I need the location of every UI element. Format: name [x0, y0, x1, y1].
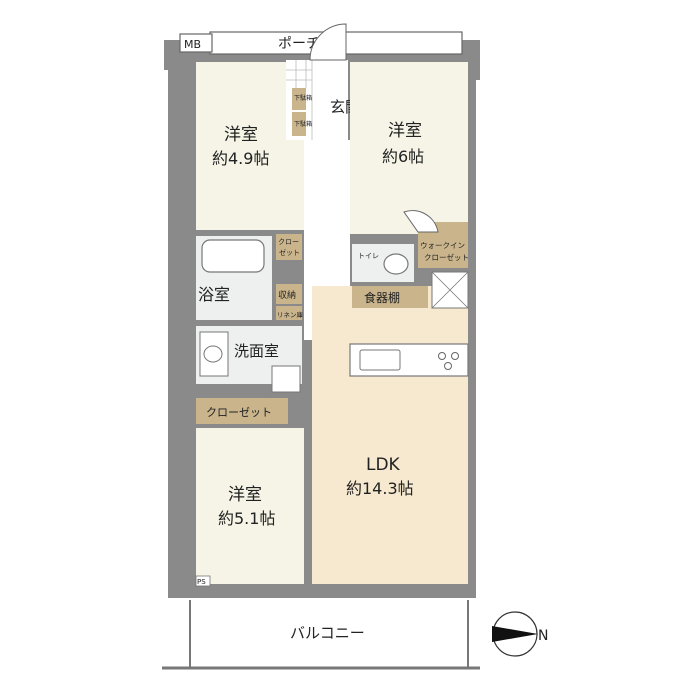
- ldk-name: LDK: [366, 455, 401, 475]
- walkin-line2: クローゼット: [424, 252, 469, 262]
- cupboard-label: 食器棚: [364, 290, 400, 305]
- storage-label: 収納: [278, 289, 296, 301]
- ldk-area: [312, 286, 468, 584]
- porch-label: ポーチ: [278, 36, 320, 52]
- room-ne-size: 約6帖: [382, 147, 424, 166]
- shoe2-label: 下駄箱: [294, 120, 312, 128]
- kitchen-sink: [359, 349, 401, 371]
- linen: [276, 306, 302, 320]
- room-nw-name: 洋室: [224, 125, 258, 145]
- bathtub: [201, 239, 265, 273]
- closet-small: [276, 234, 302, 260]
- entrance-door: [309, 23, 347, 61]
- walkin-line1: ウォークイン: [420, 241, 465, 250]
- closet-sw: [196, 398, 288, 424]
- toilet-label: トイレ: [358, 252, 379, 260]
- room-nw-size: 約4.9帖: [212, 149, 269, 168]
- balcony: [162, 598, 480, 668]
- balcony-label: バルコニー: [290, 624, 365, 642]
- room-sw-size: 約5.1帖: [218, 509, 275, 528]
- closet-small-line1: クロー: [278, 238, 299, 246]
- closet-small-line2: ゼット: [279, 248, 300, 257]
- compass: N: [492, 611, 548, 657]
- room-sw-name: 洋室: [228, 485, 262, 505]
- mb-label: MB: [184, 38, 201, 51]
- room-ne: [350, 62, 468, 234]
- bath-label: 浴室: [198, 285, 230, 304]
- basin-bowl: [203, 345, 223, 363]
- ps-label: PS: [197, 578, 206, 586]
- storage: [276, 284, 302, 304]
- shoe-cabinet-1: [292, 88, 306, 110]
- room-ne-name: 洋室: [388, 121, 422, 141]
- linen-label: リネン庫: [277, 310, 304, 319]
- meter-box: [179, 33, 213, 53]
- shoe-cabinet-2: [292, 112, 306, 136]
- ps-box: [195, 575, 211, 587]
- washroom-label: 洗面室: [234, 342, 279, 360]
- shoe1-label: 下駄箱: [294, 94, 312, 102]
- toilet-bowl: [383, 253, 409, 275]
- cupboard: [352, 286, 428, 308]
- washing-machine-pan: [271, 365, 301, 393]
- closet-label: クローゼット: [206, 406, 272, 419]
- walkin-door: [403, 210, 439, 233]
- genkan-tiles: [286, 60, 313, 140]
- room-sw: [196, 428, 304, 584]
- ldk-size: 約14.3帖: [346, 479, 414, 498]
- compass-label: N: [538, 628, 548, 644]
